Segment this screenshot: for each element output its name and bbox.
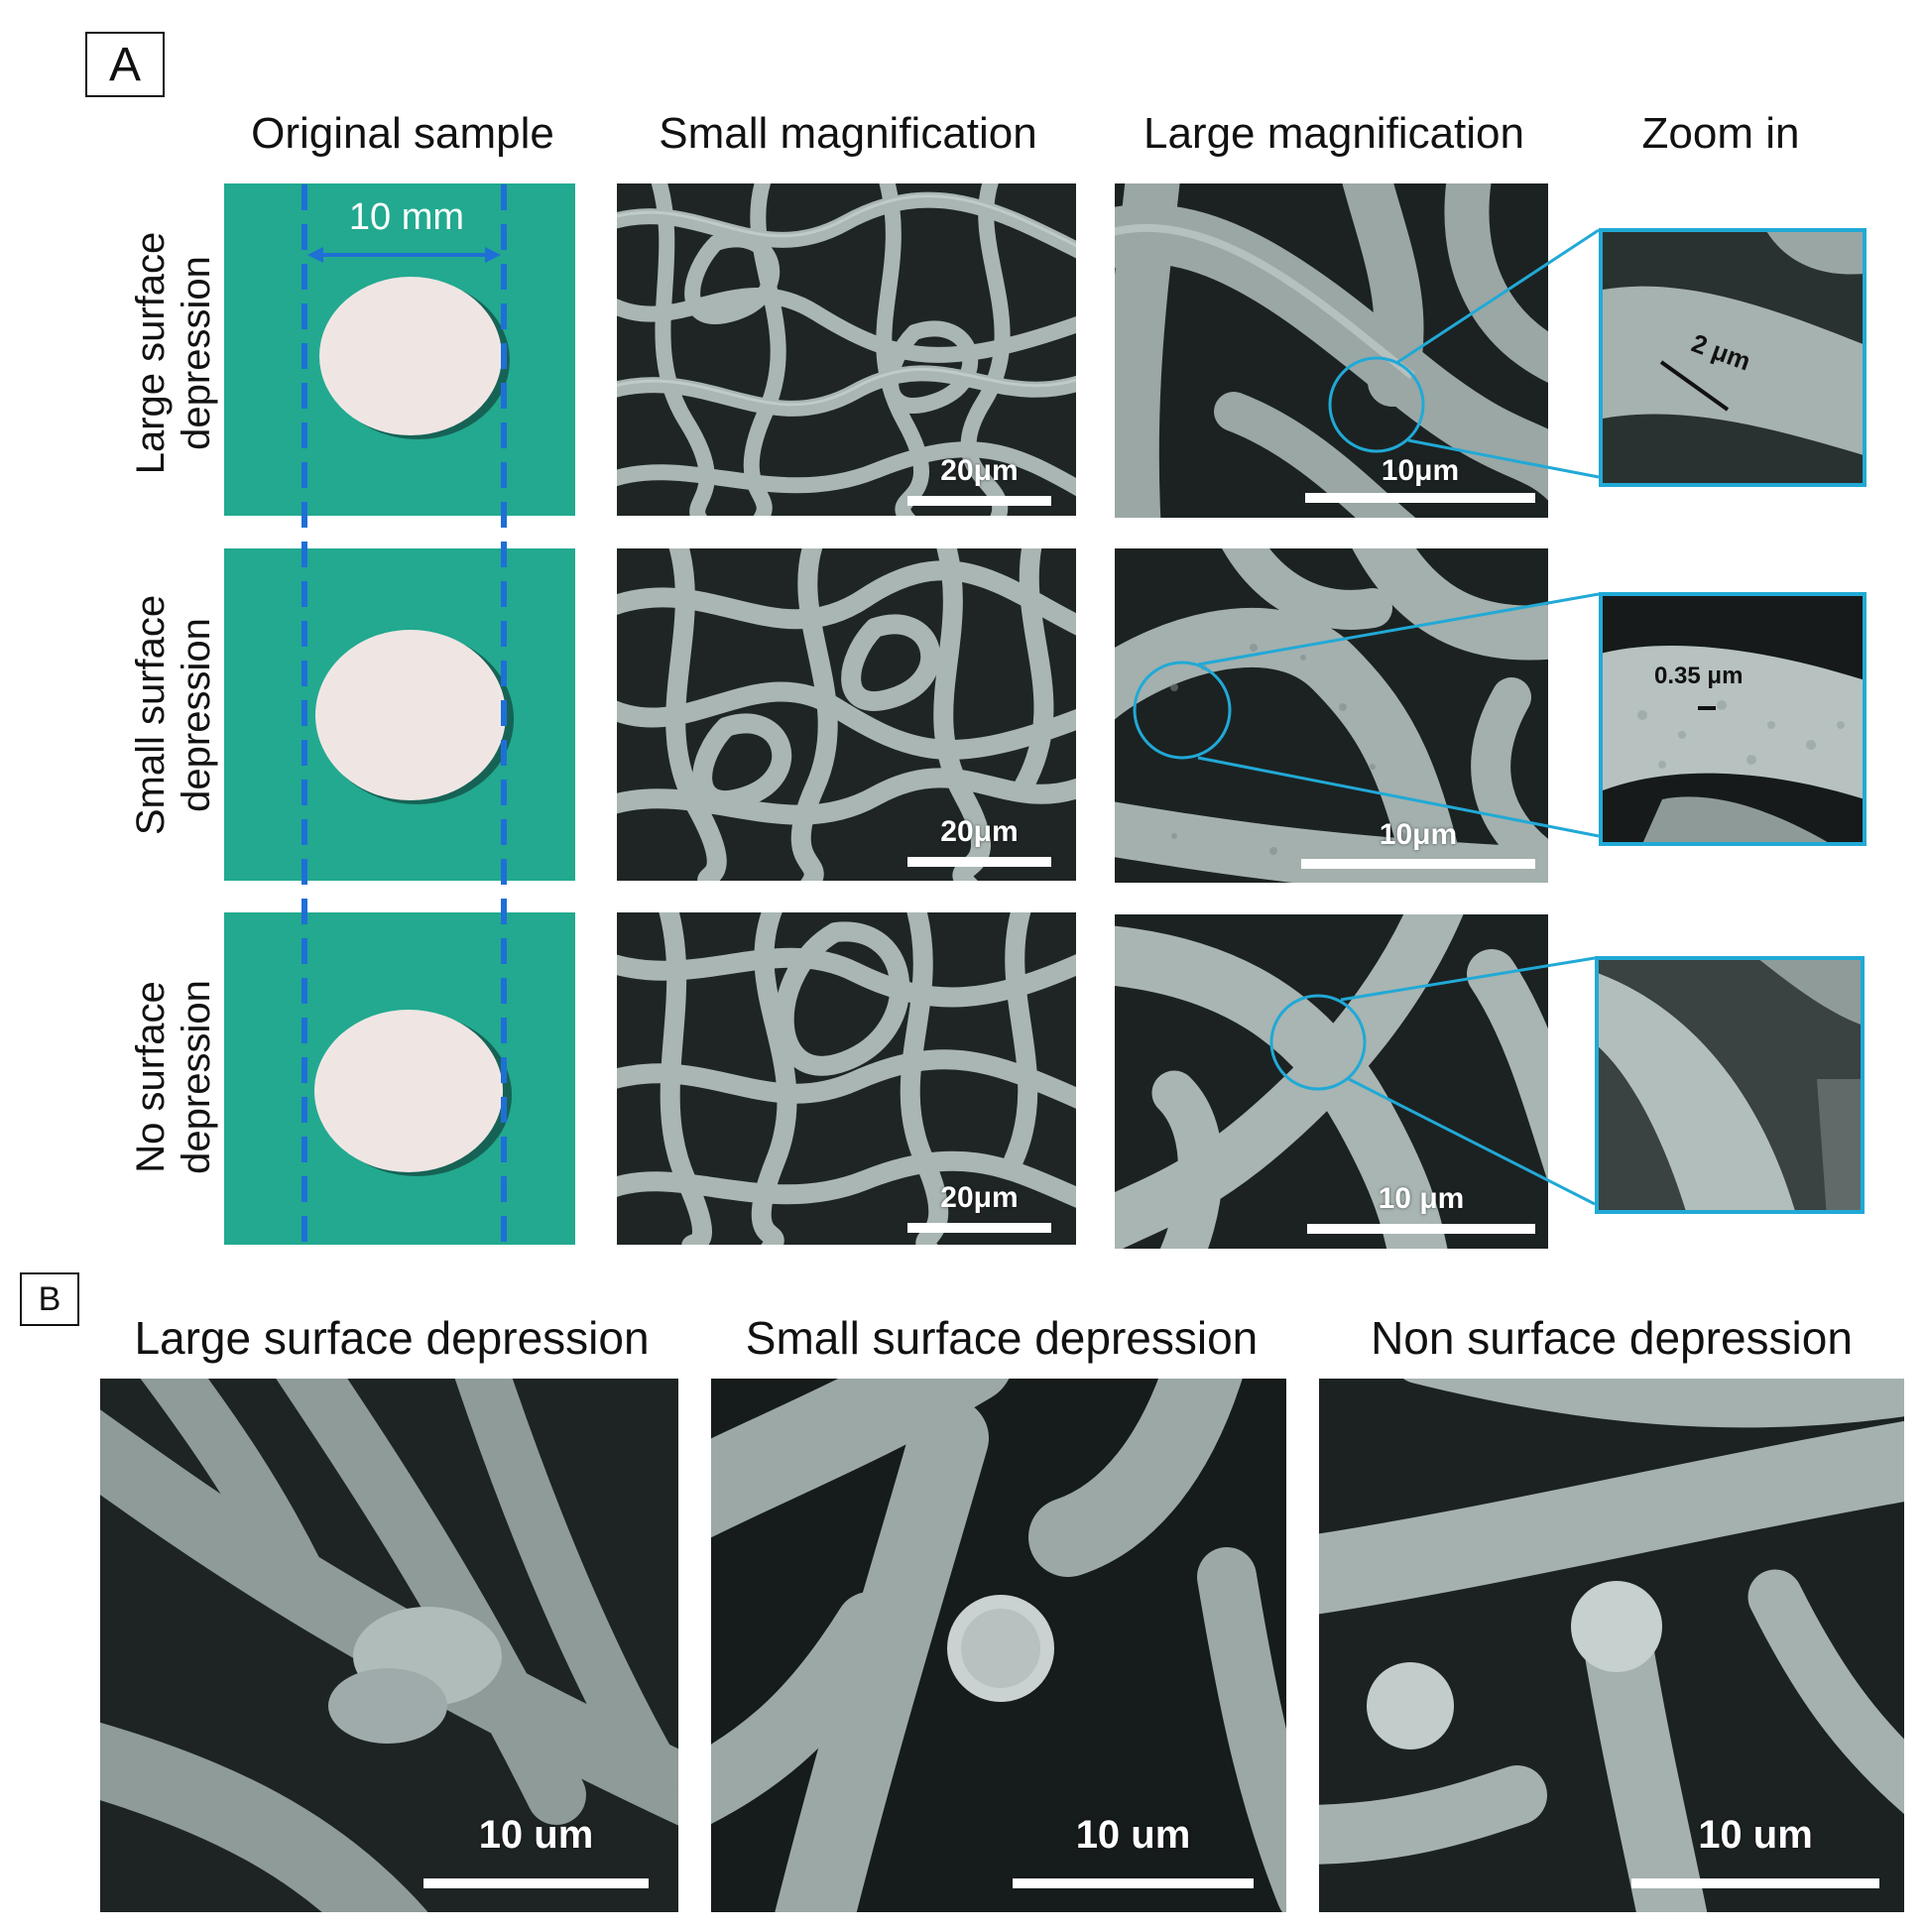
large-mag-scale-bar-3: [1307, 1224, 1535, 1234]
panel-b-scale-label-1: 10 um: [478, 1813, 594, 1857]
sem-panel-b-none: [1319, 1379, 1904, 1912]
panel-b-label: B: [20, 1272, 79, 1326]
row-header-large-line1: Large surface: [129, 231, 173, 475]
row-header-none: No surface depression: [128, 923, 219, 1231]
sem-small-mag-large: [617, 183, 1076, 516]
large-mag-scale-bar-2: [1301, 859, 1535, 869]
panel-b-label-text: B: [38, 1279, 61, 1318]
sem-panel-b-small: [711, 1379, 1286, 1912]
row-header-small-line1: Small surface: [129, 594, 173, 836]
zoom-label-small: 0.35 μm: [1654, 663, 1744, 689]
small-mag-scale-bar-3: [907, 1223, 1051, 1233]
fiber-cross-section-image: [1319, 1379, 1904, 1912]
zoom-image: [1603, 232, 1863, 483]
large-mag-scale-label-3: 10 μm: [1378, 1182, 1465, 1215]
fiber-cross-section-image: [711, 1379, 1286, 1912]
row-header-large-line2: depression: [175, 256, 218, 450]
col-header-large-magnification: Large magnification: [1143, 109, 1524, 158]
fiber-mesh-image: [617, 548, 1076, 881]
small-mag-scale-label-2: 20μm: [940, 815, 1019, 848]
sample-disc-large-image: [224, 183, 575, 516]
panel-b-scale-label-2: 10 um: [1075, 1813, 1191, 1857]
zoom-image: [1599, 960, 1861, 1210]
sem-small-mag-none: [617, 912, 1076, 1245]
panel-a-label-text: A: [108, 38, 141, 91]
panel-b-title-large: Large surface depression: [134, 1312, 650, 1364]
large-mag-scale-label-1: 10μm: [1381, 454, 1460, 487]
large-mag-scale-bar-1: [1305, 493, 1535, 503]
fiber-mesh-image: [617, 183, 1076, 516]
col-header-original-sample: Original sample: [251, 109, 554, 158]
zoom-box-small: [1599, 592, 1866, 846]
sample-width-label: 10 mm: [348, 196, 465, 238]
small-mag-scale-label-1: 20μm: [940, 454, 1019, 487]
panel-b-scale-bar-1: [423, 1878, 649, 1888]
row-header-none-line2: depression: [175, 980, 218, 1174]
col-header-zoom-in: Zoom in: [1641, 109, 1800, 158]
small-mag-scale-bar-2: [907, 857, 1051, 867]
row-header-none-line1: No surface: [129, 981, 173, 1173]
zoom-box-none: [1595, 956, 1865, 1214]
panel-a-label: A: [85, 32, 165, 97]
large-mag-scale-label-2: 10μm: [1379, 818, 1458, 851]
row-header-small: Small surface depression: [128, 561, 219, 869]
fiber-cross-section-image: [100, 1379, 678, 1912]
row-header-small-line2: depression: [175, 618, 218, 812]
fiber-mesh-image: [617, 912, 1076, 1245]
sample-photo-large: [224, 183, 575, 516]
panel-b-scale-bar-3: [1631, 1878, 1879, 1888]
sample-disc-small-image: [224, 548, 575, 881]
col-header-small-magnification: Small magnification: [659, 109, 1037, 158]
sem-panel-b-large: [100, 1379, 678, 1912]
small-mag-scale-label-3: 20μm: [940, 1181, 1019, 1214]
panel-b-scale-bar-2: [1013, 1878, 1254, 1888]
sample-disc-none-image: [224, 912, 575, 1245]
sem-small-mag-small: [617, 548, 1076, 881]
sample-photo-small: [224, 548, 575, 881]
row-header-large: Large surface depression: [128, 199, 219, 507]
sample-photo-none: [224, 912, 575, 1245]
panel-b-title-none: Non surface depression: [1371, 1312, 1853, 1364]
panel-b-title-small: Small surface depression: [745, 1312, 1259, 1364]
panel-b-scale-label-3: 10 um: [1698, 1813, 1813, 1857]
zoom-image: [1603, 596, 1863, 842]
zoom-box-large: [1599, 228, 1866, 487]
small-mag-scale-bar-1: [907, 496, 1051, 506]
